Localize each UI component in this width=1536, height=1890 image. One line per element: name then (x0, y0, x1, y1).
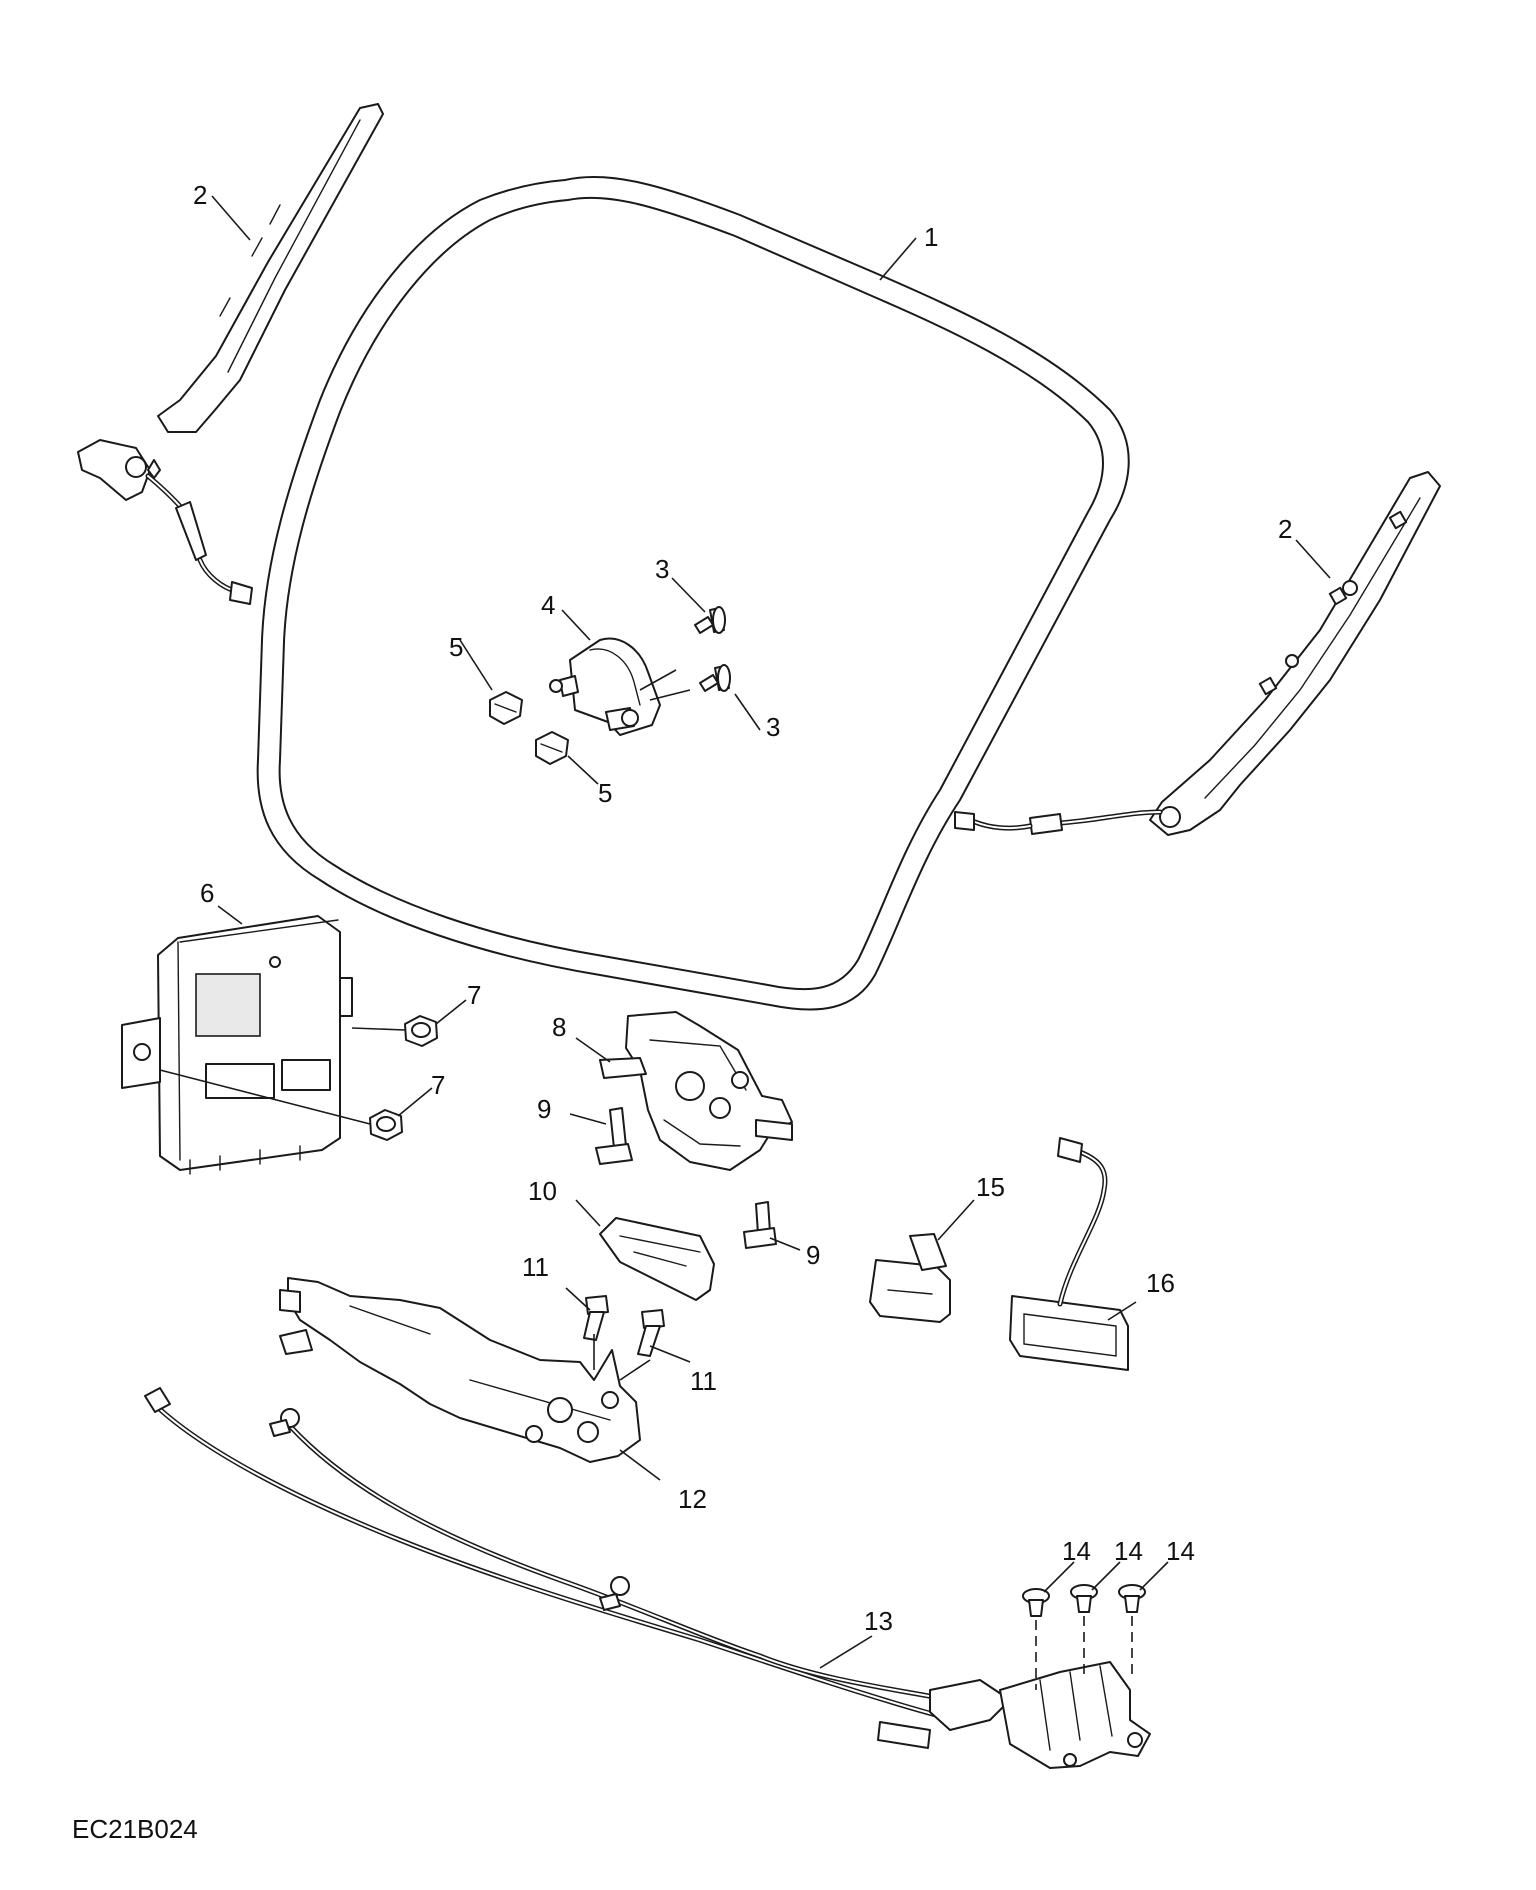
part-5-clip-upper (489, 691, 523, 725)
callout-13: 13 (864, 1606, 893, 1636)
callout-1: 1 (924, 222, 938, 252)
figure-code: EC21B024 (72, 1814, 198, 1844)
callout-9-right: 9 (806, 1240, 820, 1270)
callout-9-left: 9 (537, 1094, 551, 1124)
callout-5-upper: 5 (449, 632, 463, 662)
part-10-release-handle (599, 1217, 715, 1301)
callout-11-right: 11 (690, 1366, 717, 1396)
part-7-nut-upper (404, 1015, 438, 1047)
callout-14-a: 14 (1062, 1536, 1091, 1566)
part-11-bolt-right (637, 1309, 665, 1357)
callout-2-right: 2 (1278, 514, 1292, 544)
callout-12: 12 (678, 1484, 707, 1514)
callout-7-upper: 7 (467, 980, 481, 1010)
callout-15: 15 (976, 1172, 1005, 1202)
part-9-bolt-right (743, 1201, 777, 1249)
callout-2-left: 2 (193, 180, 207, 210)
part-14-clip-1 (1022, 1588, 1050, 1617)
part-12-actuator (279, 1277, 641, 1463)
part-3-screw-lower (699, 664, 731, 692)
part-7-nut-lower (369, 1109, 403, 1141)
callout-14-c: 14 (1166, 1536, 1195, 1566)
part-9-bolt-left (595, 1107, 633, 1165)
callout-7-lower: 7 (431, 1070, 445, 1100)
part-3-screw-upper (694, 606, 726, 634)
part-16-lamp (1009, 1137, 1129, 1371)
part-14-clip-3 (1118, 1584, 1146, 1613)
callout-11-left: 11 (522, 1252, 549, 1282)
part-5-clip-lower (535, 731, 569, 765)
callout-3-upper: 3 (655, 554, 669, 584)
part-1-tailgate-seal (256, 175, 1130, 1011)
part-2-strut-left (77, 103, 384, 605)
callout-4: 4 (541, 590, 555, 620)
part-6-control-module (121, 915, 353, 1175)
part-11-bolt-left (583, 1295, 609, 1341)
part-14-clip-2 (1070, 1584, 1098, 1613)
part-4-bracket (549, 637, 661, 736)
part-8-latch (599, 1011, 793, 1171)
callout-10: 10 (528, 1176, 557, 1206)
part-13-cable-assembly (144, 1387, 1151, 1769)
callout-labels: 1 2 2 3 3 4 5 5 6 7 7 8 9 9 10 11 11 12 … (193, 180, 1292, 1636)
leader-lines (159, 195, 1331, 1669)
callout-16: 16 (1146, 1268, 1175, 1298)
callout-8: 8 (552, 1012, 566, 1042)
callout-5-lower: 5 (598, 778, 612, 808)
part-2-strut-right (954, 471, 1441, 836)
callout-14-b: 14 (1114, 1536, 1143, 1566)
callout-3-lower: 3 (766, 712, 780, 742)
callout-6: 6 (200, 878, 214, 908)
part-15-switch (869, 1233, 951, 1323)
